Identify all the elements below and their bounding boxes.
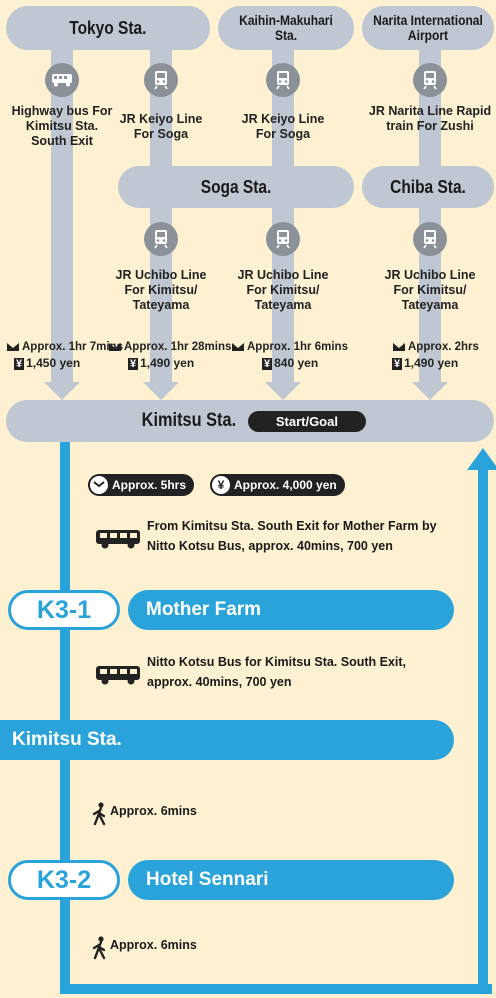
kimitsu-station-name: Kimitsu Sta. [141, 410, 237, 431]
yen-icon: ¥ [14, 357, 25, 370]
route-fare-keiyo-2: ¥840 yen [262, 356, 319, 370]
yen-icon: ¥ [128, 357, 139, 370]
train-icon [266, 222, 300, 256]
train-icon [413, 63, 447, 97]
step-bus-to-kimitsu: Nitto Kotsu Bus for Kimitsu Sta. South E… [147, 655, 407, 689]
step-bus-to-mother-farm: From Kimitsu Sta. South Exit for Mother … [147, 519, 437, 553]
bus-icon [45, 63, 79, 97]
route-column-keiyo-1 [150, 40, 172, 390]
spot-name-hotel-sennari: Hotel Sennari [146, 869, 269, 890]
transfer-chiba: Chiba Sta. [362, 166, 494, 208]
route-label-narita: JR Narita Line Rapid train For Zushi [368, 104, 492, 133]
step-walk-to-kimitsu: Approx. 6mins [110, 938, 197, 952]
route-label-uchibo-1: JR Uchibo Line For Kimitsu/ Tateyama [115, 268, 207, 312]
train-icon [144, 222, 178, 256]
walk-icon [92, 936, 110, 965]
spot-bar-mother-farm: Mother Farm [128, 590, 454, 630]
kimitsu-start-goal: Kimitsu Sta. Start/Goal [6, 400, 494, 442]
route-fare-keiyo-1: ¥1,490 yen [128, 356, 195, 370]
route-column-bus [51, 40, 73, 390]
route-fare-narita: ¥1,490 yen [392, 356, 459, 370]
origin-narita-airport: Narita International Airport [362, 6, 494, 50]
route-time-keiyo-1: Approx. 1hr 28mins [108, 340, 231, 355]
step-walk-to-hotel: Approx. 6mins [110, 804, 197, 818]
route-column-keiyo-2 [272, 40, 294, 390]
route-fare-bus: ¥1,450 yen [14, 356, 81, 370]
bus-icon [94, 528, 142, 555]
yen-icon: ¥ [262, 357, 273, 370]
loop-right-line [478, 470, 488, 994]
clock-icon [393, 342, 405, 351]
train-icon [266, 63, 300, 97]
route-time-keiyo-2: Approx. 1hr 6mins [231, 340, 348, 355]
arrow-down-icon [412, 382, 448, 400]
clock-icon [232, 342, 244, 351]
spot-code-k3-2: K3-2 [8, 860, 120, 900]
summary-time-badge: Approx. 5hrs [88, 474, 195, 496]
route-label-uchibo-2: JR Uchibo Line For Kimitsu/ Tateyama [237, 268, 329, 312]
origin-tokyo: Tokyo Sta. [6, 6, 210, 50]
transfer-soga: Soga Sta. [118, 166, 354, 208]
route-time-bus: Approx. 1hr 7mins [6, 340, 123, 355]
station-bar-kimitsu: Kimitsu Sta. [0, 720, 454, 760]
spot-code-k3-1: K3-1 [8, 590, 120, 630]
walk-icon [92, 802, 110, 831]
summary-cost-badge: ¥ Approx. 4,000 yen [210, 474, 345, 496]
route-label-uchibo-3: JR Uchibo Line For Kimitsu/ Tateyama [384, 268, 476, 312]
clock-icon [90, 476, 108, 494]
origin-kaihin-makuhari: Kaihin-Makuhari Sta. [218, 6, 354, 50]
clock-icon [109, 342, 121, 351]
bus-icon [94, 664, 142, 691]
start-goal-badge: Start/Goal [247, 410, 366, 432]
arrow-down-icon [143, 382, 179, 400]
loop-left-line [60, 442, 70, 992]
loop-bottom-line [60, 984, 492, 994]
train-icon [413, 222, 447, 256]
route-column-narita [419, 40, 441, 390]
arrow-up-icon [467, 448, 496, 470]
yen-icon: ¥ [212, 476, 230, 494]
arrow-down-icon [265, 382, 301, 400]
spot-name-mother-farm: Mother Farm [146, 599, 262, 620]
spot-bar-hotel-sennari: Hotel Sennari [128, 860, 454, 900]
route-time-narita: Approx. 2hrs [392, 340, 479, 355]
train-icon [144, 63, 178, 97]
clock-icon [7, 342, 19, 351]
route-label-keiyo-2: JR Keiyo Line For Soga [241, 112, 325, 141]
arrow-down-icon [44, 382, 80, 400]
route-label-keiyo-1: JR Keiyo Line For Soga [119, 112, 203, 141]
route-label-bus: Highway bus For Kimitsu Sta. South Exit [11, 104, 113, 148]
yen-icon: ¥ [392, 357, 403, 370]
